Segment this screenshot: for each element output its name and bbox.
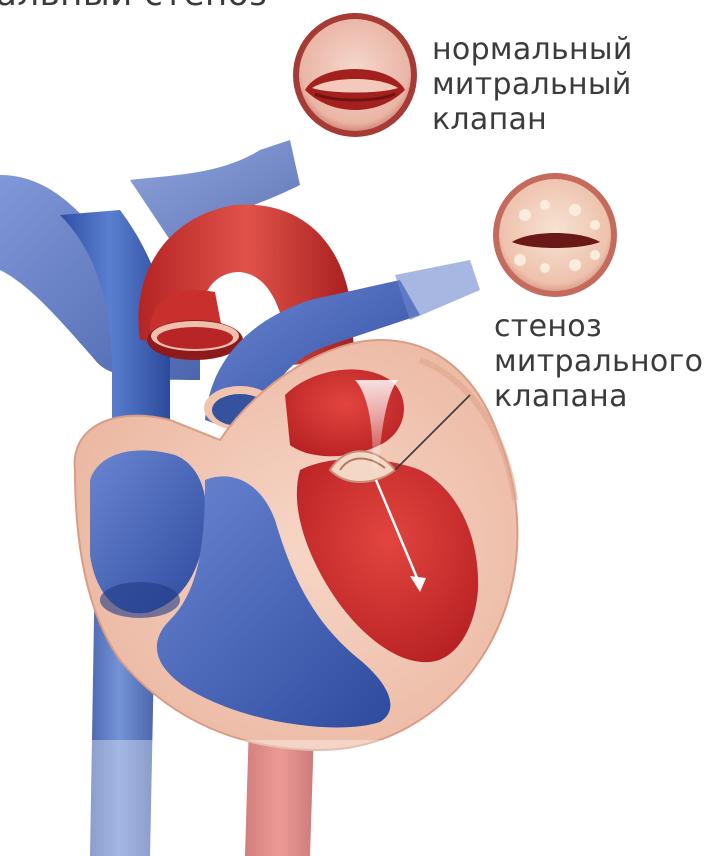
stenosis-label-line: стеноз bbox=[494, 309, 703, 344]
normal-valve-label-line: митральный bbox=[432, 67, 633, 102]
normal-valve-label-line: нормальный bbox=[432, 32, 633, 67]
stenosis-label: стеноз митрального клапана bbox=[494, 309, 703, 414]
normal-valve-label: нормальный митральный клапан bbox=[432, 32, 633, 137]
stenosis-label-line: митрального bbox=[494, 344, 703, 379]
normal-valve-circle bbox=[293, 13, 417, 137]
stenotic-valve-circle bbox=[493, 173, 617, 297]
stenosis-label-line: клапана bbox=[494, 379, 703, 414]
normal-valve-label-line: клапан bbox=[432, 102, 633, 137]
